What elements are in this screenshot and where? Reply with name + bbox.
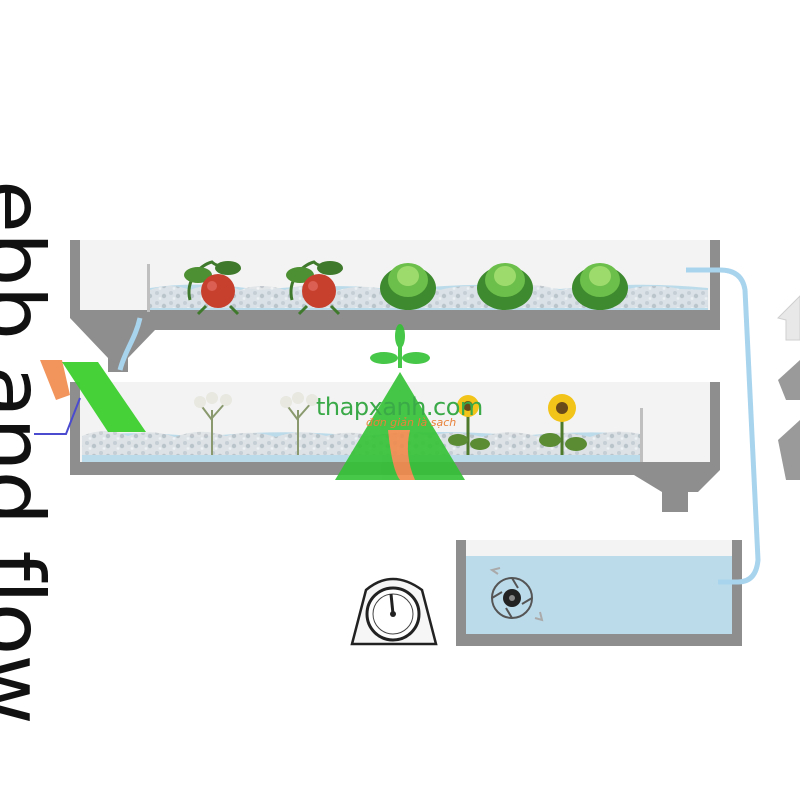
lettuce-plant: [380, 263, 436, 310]
logo-mark-icon: [34, 360, 146, 435]
supply-pipe: [686, 267, 761, 585]
timer-icon: [350, 577, 438, 646]
tomato-plant: [184, 260, 242, 316]
sunflower-plant: [448, 395, 490, 455]
overflow-drain-pipe: [117, 317, 143, 371]
watermark-brand: thapxanh.com: [316, 393, 483, 421]
sunflower-plant: [539, 394, 587, 455]
tomato-plant: [286, 260, 344, 316]
lettuce-plant: [477, 263, 533, 310]
yarrow-plant: [280, 392, 318, 455]
yarrow-plant: [194, 392, 232, 455]
flow-arrows: [777, 295, 800, 480]
watermark-logo-icon: [335, 324, 465, 480]
lettuce-plant: [572, 263, 628, 310]
pump-icon: [489, 567, 544, 622]
watermark-tagline: đơn giản là sạch: [366, 416, 457, 429]
diagram-title: ebb and flow: [0, 180, 62, 724]
